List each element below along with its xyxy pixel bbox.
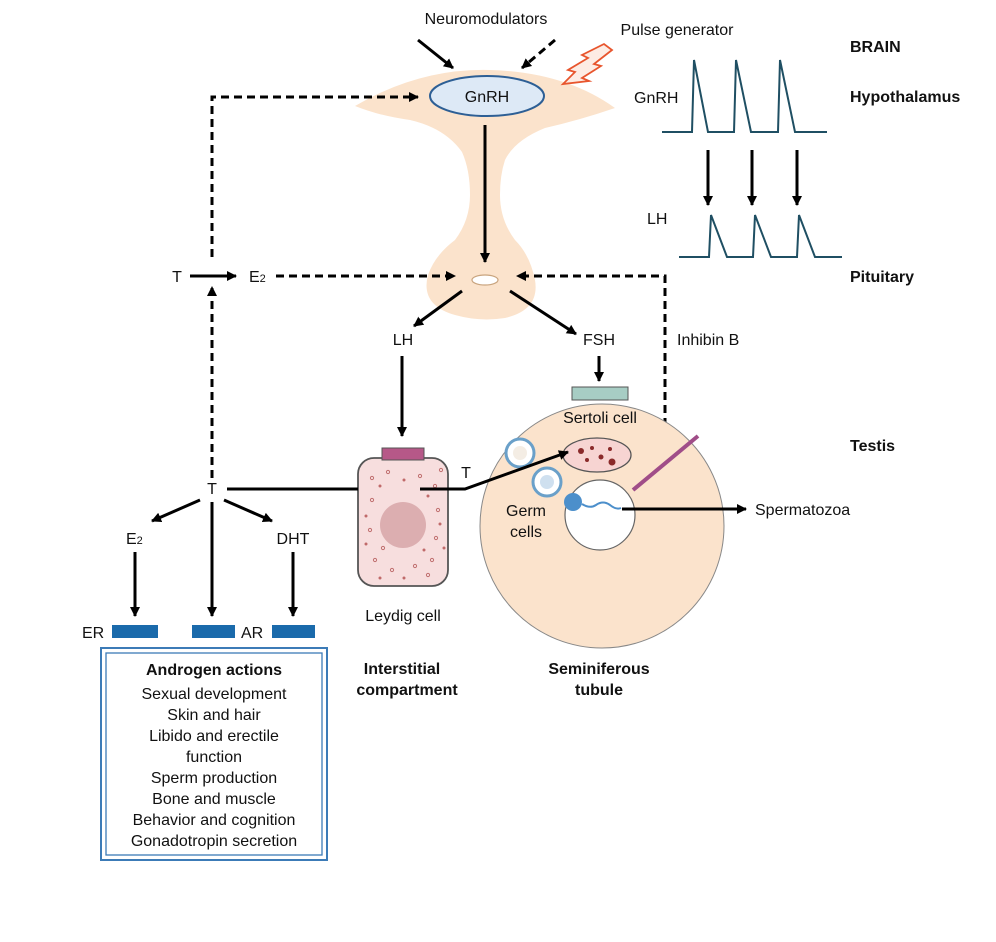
hypothalamus-label: Hypothalamus — [850, 89, 960, 106]
t-to-e2-branch — [151, 498, 201, 523]
t-to-gnrh-feedback — [210, 92, 419, 257]
fsh-receptor — [571, 386, 629, 401]
t-center-label: T — [207, 481, 217, 498]
leydig-granules — [367, 467, 444, 578]
germ-cells-label-2: cells — [510, 524, 542, 541]
androgen-action-item: Gonadotropin secretion — [131, 833, 297, 850]
androgen-action-item: Libido and erectile — [149, 728, 279, 745]
ar-receptor-left — [192, 625, 235, 638]
er-receptor — [112, 625, 158, 638]
ar-label: AR — [241, 625, 263, 642]
sertoli-nucleus — [562, 437, 632, 473]
leydig-dots — [364, 478, 446, 580]
neuromodulator-arrow-solid — [417, 38, 454, 70]
androgen-actions-title: Androgen actions — [146, 662, 282, 679]
androgen-actions-box-outer — [100, 647, 328, 861]
sertoli-junction — [631, 434, 700, 492]
sertoli-inclusions — [578, 446, 616, 466]
germ-cells-label-1: Germ — [506, 503, 546, 520]
gnrh-cell-label: GnRH — [465, 89, 509, 106]
fsh-label: FSH — [583, 332, 615, 349]
androgen-actions-box-inner — [105, 652, 323, 856]
t-feedback-label: T — [172, 269, 182, 286]
spermatid — [564, 493, 582, 511]
androgen-action-item: Bone and muscle — [152, 791, 276, 808]
er-label: ER — [82, 625, 104, 642]
lh-pulse-label: LH — [647, 211, 667, 228]
gnrh-pulse-label: GnRH — [634, 90, 678, 107]
sertoli-cell-label: Sertoli cell — [563, 410, 637, 427]
tubule-lumen — [564, 479, 636, 551]
interstitial-label-1: Interstitial — [364, 661, 440, 678]
leydig-to-sertoli-arrow — [420, 450, 569, 491]
androgen-action-item: Sexual development — [142, 686, 288, 703]
leydig-cell-label: Leydig cell — [365, 608, 441, 625]
germ-cell-outer-core — [513, 446, 527, 460]
inhibin-b-label: Inhibin B — [677, 332, 739, 349]
ar-receptor-right — [272, 625, 315, 638]
interstitial-label-2: compartment — [356, 682, 458, 699]
neuromodulators-label: Neuromodulators — [425, 11, 548, 28]
sperm-tail — [581, 501, 622, 510]
e2-label: E2 — [126, 531, 143, 548]
pulse-generator-label: Pulse generator — [621, 22, 735, 39]
seminiferous-label-2: tubule — [575, 682, 623, 699]
pulse-generator-arrow — [560, 42, 614, 86]
lh-receptor — [381, 447, 425, 461]
testis-label: Testis — [850, 438, 895, 455]
dht-label: DHT — [277, 531, 310, 548]
pituitary-to-fsh-arrow — [509, 289, 577, 336]
gnrh-pulse-train — [662, 59, 827, 133]
lh-pulse-train — [679, 214, 842, 258]
germ-cell-inner-core — [540, 475, 554, 489]
neuromodulator-arrow-dashed — [521, 38, 556, 70]
spermatozoa-label: Spermatozoa — [755, 502, 850, 519]
pituitary-to-lh-arrow — [413, 289, 463, 328]
androgen-action-item: Skin and hair — [167, 707, 261, 724]
brain-label: BRAIN — [850, 39, 901, 56]
pituitary-cell — [471, 274, 499, 286]
seminiferous-label-1: Seminiferous — [548, 661, 649, 678]
gnrh-cell — [429, 75, 545, 117]
t-to-dht-branch — [223, 498, 273, 523]
lh-label: LH — [393, 332, 413, 349]
leydig-nucleus — [380, 502, 426, 548]
e2-feedback-label: E2 — [249, 269, 266, 286]
t-to-sertoli-label: T — [461, 465, 471, 482]
androgen-action-item: Behavior and cognition — [133, 812, 296, 829]
inhibin-b-feedback — [516, 271, 667, 452]
androgen-action-item: Sperm production — [151, 770, 277, 787]
androgen-action-item: function — [186, 749, 242, 766]
pituitary-label: Pituitary — [850, 269, 914, 286]
